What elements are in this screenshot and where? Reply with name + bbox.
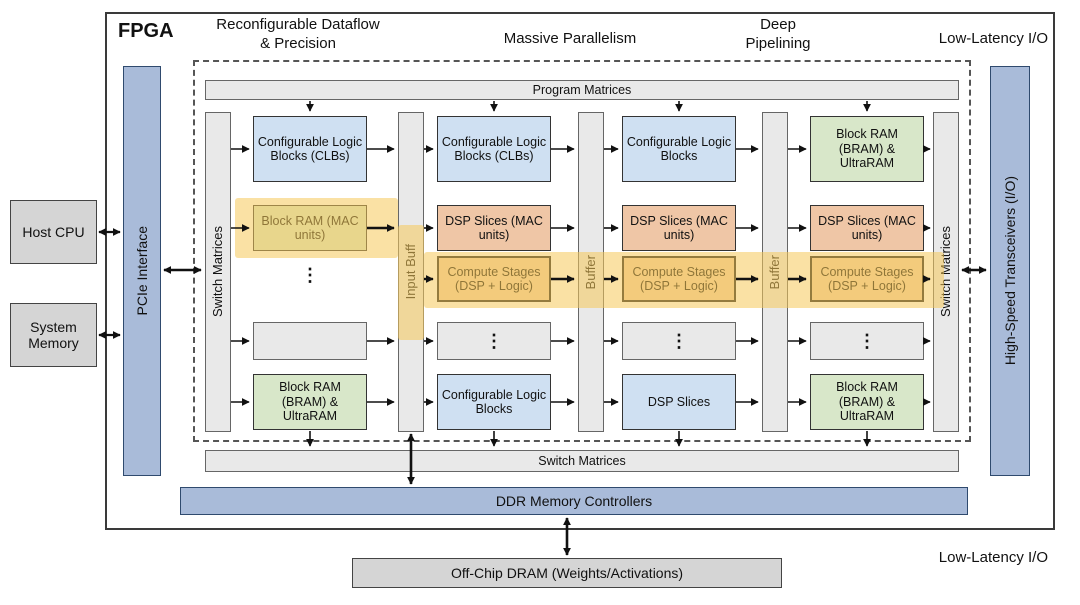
- block-placeholder-col3: ⋮: [622, 322, 736, 360]
- system-memory-block: System Memory: [10, 303, 97, 367]
- block-dsp-mac-col4-label: DSP Slices (MAC units): [818, 213, 916, 242]
- input-buffer-label: Input Buff: [402, 244, 418, 300]
- block-compute-stage-col2: Compute Stages (DSP + Logic): [437, 256, 551, 302]
- block-bram-ultraram-top-col4: Block RAM (BRAM) & UltraRAM: [810, 116, 924, 182]
- block-bram-ultraram-bottom-col4-label: Block RAM (BRAM) & UltraRAM: [836, 380, 898, 424]
- transceivers-label: High-Speed Transceivers (I/O): [1001, 176, 1018, 366]
- switch-matrices-left-label: Switch Matrices: [209, 226, 225, 318]
- block-compute-stage-col4-label: Compute Stages (DSP + Logic): [820, 264, 914, 293]
- block-dsp-slices-col3: DSP Slices: [622, 374, 736, 430]
- block-dsp-mac-col2: DSP Slices (MAC units): [437, 205, 551, 251]
- ellipsis-col2: ⋮: [485, 331, 503, 351]
- block-placeholder-col4: ⋮: [810, 322, 924, 360]
- ddr-memory-controllers-bar: DDR Memory Controllers: [180, 487, 968, 515]
- buffer-1-bar: Buffer: [578, 112, 604, 432]
- switch-matrices-right-label: Switch Matrices: [937, 226, 953, 318]
- block-bram-mac-col1-label: Block RAM (MAC units): [261, 213, 359, 242]
- buffer-1-label: Buffer: [582, 254, 598, 290]
- ellipsis-col3: ⋮: [670, 331, 688, 351]
- block-clb-col1-label: Configurable Logic Blocks (CLBs): [257, 134, 363, 163]
- host-cpu-label: Host CPU: [22, 223, 85, 240]
- system-memory-label: System Memory: [28, 318, 79, 351]
- annotation-low-latency-bottom: Low-Latency I/O: [938, 549, 1048, 566]
- block-dsp-slices-col3-label: DSP Slices: [647, 394, 711, 409]
- switch-matrices-bottom-bar: Switch Matrices: [205, 450, 959, 472]
- annotation-low-latency-top: Low-Latency I/O: [938, 30, 1048, 47]
- block-bram-ultraram-top-col4-label: Block RAM (BRAM) & UltraRAM: [836, 127, 898, 171]
- block-placeholder-col2: ⋮: [437, 322, 551, 360]
- buffer-2-bar: Buffer: [762, 112, 788, 432]
- high-speed-transceivers-bus: High-Speed Transceivers (I/O): [990, 66, 1030, 476]
- switch-matrices-left-bar: Switch Matrices: [205, 112, 231, 432]
- pcie-interface-bus: PCIe Interface: [123, 66, 161, 476]
- annotation-reconfigurable: Reconfigurable Dataflow & Precision: [216, 16, 380, 52]
- ellipsis-col4: ⋮: [858, 331, 876, 351]
- block-clb-bottom-col2: Configurable Logic Blocks: [437, 374, 551, 430]
- host-cpu-block: Host CPU: [10, 200, 97, 264]
- block-bram-mac-col1: Block RAM (MAC units): [253, 205, 367, 251]
- offchip-dram-label: Off-Chip DRAM (Weights/Activations): [450, 564, 684, 581]
- ddr-label: DDR Memory Controllers: [495, 492, 653, 509]
- block-clb-col3: Configurable Logic Blocks: [622, 116, 736, 182]
- buffer-2-label: Buffer: [766, 254, 782, 290]
- block-clb-col2: Configurable Logic Blocks (CLBs): [437, 116, 551, 182]
- fpga-title: FPGA: [118, 20, 174, 42]
- program-matrices-bar: Program Matrices: [205, 80, 959, 100]
- pcie-interface-label: PCIe Interface: [133, 226, 150, 316]
- annotation-massive-parallelism: Massive Parallelism: [503, 30, 637, 47]
- block-dsp-mac-col3-label: DSP Slices (MAC units): [630, 213, 728, 242]
- switch-matrices-bottom-label: Switch Matrices: [538, 453, 626, 468]
- block-clb-col2-label: Configurable Logic Blocks (CLBs): [441, 134, 547, 163]
- switch-matrices-right-bar: Switch Matrices: [933, 112, 959, 432]
- block-dsp-mac-col2-label: DSP Slices (MAC units): [445, 213, 543, 242]
- block-clb-col3-label: Configurable Logic Blocks: [626, 134, 732, 163]
- block-dsp-mac-col3: DSP Slices (MAC units): [622, 205, 736, 251]
- block-compute-stage-col2-label: Compute Stages (DSP + Logic): [447, 264, 541, 293]
- fpga-fabric-region: [193, 60, 971, 442]
- program-matrices-label: Program Matrices: [532, 82, 632, 97]
- block-compute-stage-col3-label: Compute Stages (DSP + Logic): [632, 264, 726, 293]
- block-compute-stage-col3: Compute Stages (DSP + Logic): [622, 256, 736, 302]
- block-compute-stage-col4: Compute Stages (DSP + Logic): [810, 256, 924, 302]
- block-dsp-mac-col4: DSP Slices (MAC units): [810, 205, 924, 251]
- offchip-dram-block: Off-Chip DRAM (Weights/Activations): [352, 558, 782, 588]
- annotation-deep-pipelining: Deep Pipelining: [745, 16, 811, 52]
- input-buffer-bar: Input Buff: [398, 112, 424, 432]
- block-placeholder-col1: [253, 322, 367, 360]
- block-clb-col1: Configurable Logic Blocks (CLBs): [253, 116, 367, 182]
- block-bram-ultraram-col1: Block RAM (BRAM) & UltraRAM: [253, 374, 367, 430]
- ellipsis-col1: ⋮: [301, 265, 319, 285]
- block-bram-ultraram-bottom-col4: Block RAM (BRAM) & UltraRAM: [810, 374, 924, 430]
- block-clb-bottom-col2-label: Configurable Logic Blocks: [441, 387, 547, 416]
- block-bram-ultraram-col1-label: Block RAM (BRAM) & UltraRAM: [279, 380, 341, 424]
